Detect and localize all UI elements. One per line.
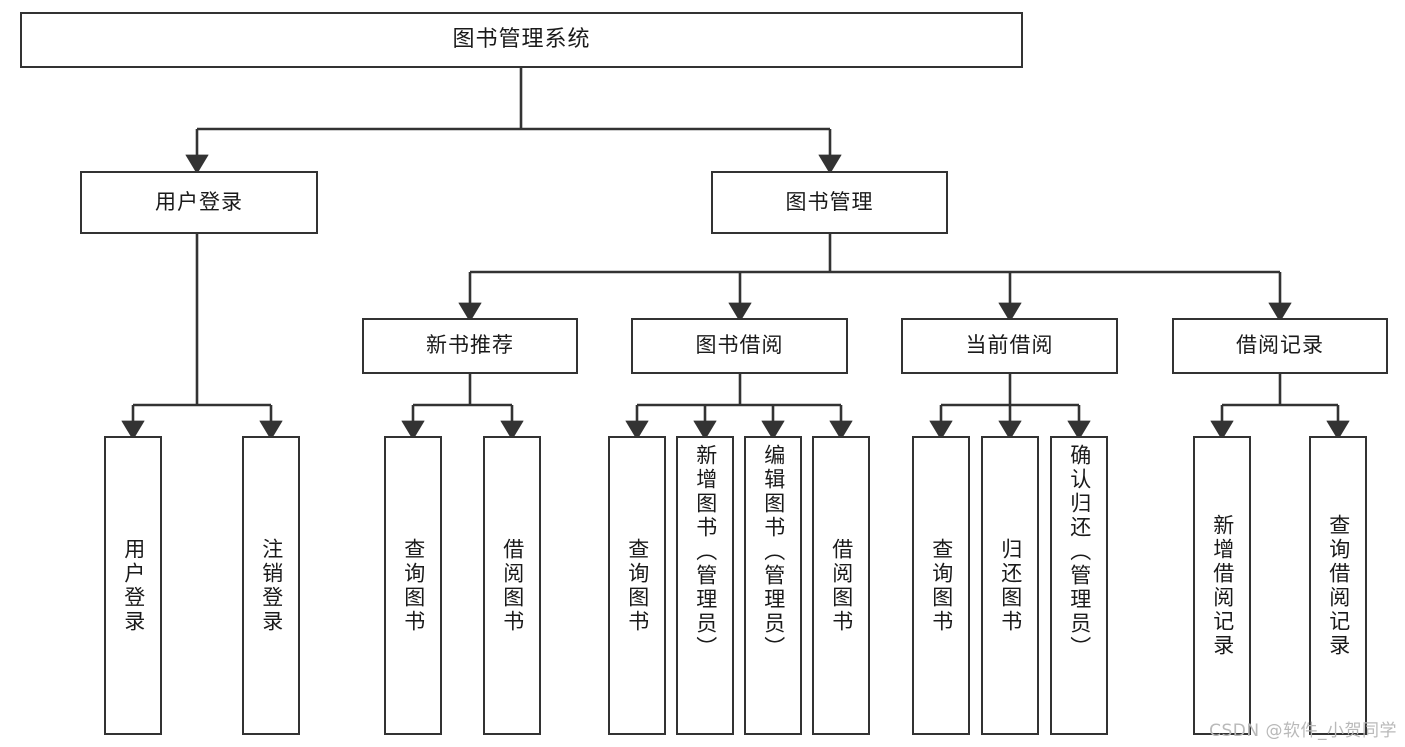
node-label: 新书推荐 — [426, 333, 514, 358]
node-label: 借阅记录 — [1236, 333, 1324, 358]
node-current-borrow[interactable]: 当前借阅 — [901, 318, 1118, 374]
node-label: 查询图书 — [625, 537, 650, 634]
leaf-inner: 新增借阅记录 — [1195, 438, 1249, 733]
node-label: 查询借阅记录 — [1326, 513, 1351, 658]
node-label: 新增图书（管理员） — [693, 444, 718, 660]
node-new-book-recommend[interactable]: 新书推荐 — [362, 318, 578, 374]
leaf-add-book-admin[interactable]: 新增图书（管理员） — [676, 436, 734, 735]
leaf-inner: 借阅图书 — [814, 438, 868, 733]
node-root-book-management-system[interactable]: 图书管理系统 — [20, 12, 1023, 68]
node-label: 借阅图书 — [500, 537, 525, 634]
leaf-inner: 借阅图书 — [485, 438, 539, 733]
leaf-edit-book-admin[interactable]: 编辑图书（管理员） — [744, 436, 802, 735]
node-label: 图书借阅 — [695, 333, 784, 358]
node-label: 新增借阅记录 — [1210, 513, 1235, 658]
leaf-add-borrow-record[interactable]: 新增借阅记录 — [1193, 436, 1251, 735]
leaf-inner: 用户登录 — [106, 438, 160, 733]
node-label: 编辑图书（管理员） — [761, 444, 786, 660]
leaf-logout[interactable]: 注销登录 — [242, 436, 300, 735]
leaf-inner: 新增图书（管理员） — [678, 438, 732, 739]
node-book-management[interactable]: 图书管理 — [711, 171, 948, 234]
node-label: 用户登录 — [121, 537, 146, 634]
leaf-inner: 归还图书 — [983, 438, 1037, 733]
node-user-login[interactable]: 用户登录 — [80, 171, 318, 234]
leaf-borrow-book-recommend[interactable]: 借阅图书 — [483, 436, 541, 735]
leaf-inner: 查询图书 — [386, 438, 440, 733]
leaf-user-login[interactable]: 用户登录 — [104, 436, 162, 735]
leaf-inner: 确认归还（管理员） — [1052, 438, 1106, 739]
leaf-query-book-current[interactable]: 查询图书 — [912, 436, 970, 735]
node-label: 图书管理系统 — [452, 26, 591, 52]
node-label: 归还图书 — [998, 537, 1023, 634]
node-label: 确认归还（管理员） — [1067, 444, 1092, 660]
watermark-text: CSDN @软件_小贺同学 — [1209, 721, 1397, 741]
leaf-inner: 查询图书 — [610, 438, 664, 733]
leaf-inner: 查询图书 — [914, 438, 968, 733]
leaf-borrow-book[interactable]: 借阅图书 — [812, 436, 870, 735]
leaf-inner: 编辑图书（管理员） — [746, 438, 800, 739]
node-label: 图书管理 — [785, 189, 874, 214]
node-label: 用户登录 — [155, 189, 243, 214]
leaf-query-book-borrow[interactable]: 查询图书 — [608, 436, 666, 735]
leaf-query-book-recommend[interactable]: 查询图书 — [384, 436, 442, 735]
node-label: 当前借阅 — [965, 333, 1054, 358]
node-label: 查询图书 — [401, 537, 426, 634]
leaf-inner: 查询借阅记录 — [1311, 438, 1365, 733]
leaf-inner: 注销登录 — [244, 438, 298, 733]
leaf-query-borrow-record[interactable]: 查询借阅记录 — [1309, 436, 1367, 735]
node-label: 查询图书 — [929, 537, 954, 634]
node-book-borrow[interactable]: 图书借阅 — [631, 318, 848, 374]
node-label: 注销登录 — [259, 537, 284, 634]
node-borrow-record[interactable]: 借阅记录 — [1172, 318, 1388, 374]
leaf-return-book[interactable]: 归还图书 — [981, 436, 1039, 735]
node-label: 借阅图书 — [829, 537, 854, 634]
leaf-confirm-return-admin[interactable]: 确认归还（管理员） — [1050, 436, 1108, 735]
